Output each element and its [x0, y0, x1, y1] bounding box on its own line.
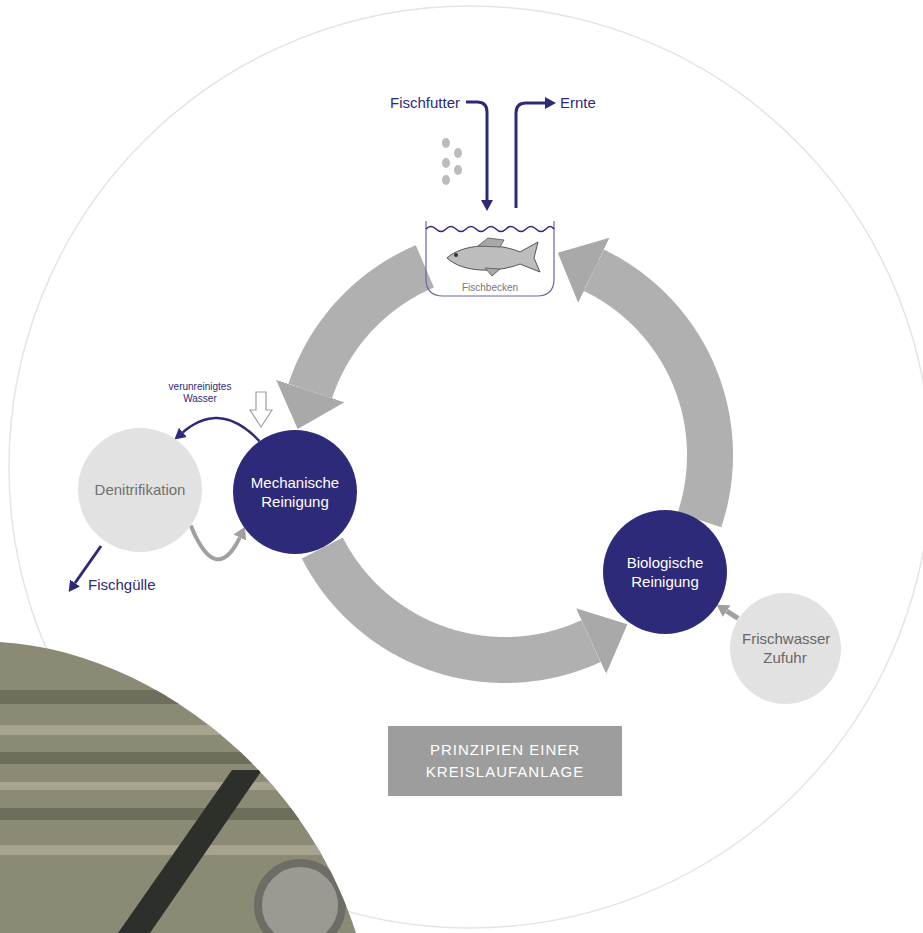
node-text-wrap: Frischwasser Zufuhr — [742, 629, 828, 668]
flow-arrow — [183, 418, 260, 441]
pellet — [442, 158, 450, 168]
node-text-wrap: Denitrifikation — [90, 480, 190, 500]
edge-label: verunreinigtes Wasser — [157, 381, 243, 405]
node-text-wrap: Fischbecken — [462, 282, 518, 294]
fish-food-pellets — [442, 138, 462, 185]
circle-shape — [233, 430, 357, 554]
circle-outline — [730, 593, 841, 704]
node-label: Mechanische Reinigung — [245, 473, 345, 512]
label-wrap: Fischgülle — [88, 576, 156, 593]
flow-ring — [322, 548, 591, 660]
node-label: Frischwasser Zufuhr — [742, 629, 828, 668]
loop-arrow — [191, 526, 240, 560]
flow-ring — [594, 270, 710, 520]
photo-pipe — [258, 863, 342, 933]
output-label: Fischgülle — [88, 576, 156, 593]
pellet — [454, 148, 462, 158]
photo-stripe — [0, 690, 400, 704]
photo-stripe — [0, 725, 400, 735]
process-circle: Biologische Reinigung — [603, 510, 727, 634]
circle-outline — [603, 510, 727, 634]
harvest-arrow — [516, 103, 545, 208]
title: PRINZIPIEN EINER KREISLAUFANLAGE — [410, 739, 600, 783]
input-circle: Frischwasser Zufuhr — [730, 593, 841, 704]
photo-beam — [118, 770, 262, 933]
circle-shape — [78, 428, 202, 552]
photo-fragment — [0, 600, 400, 933]
fish-fin — [485, 268, 500, 276]
edge-label-wrap: verunreinigtes Wasser — [157, 381, 243, 405]
pellet — [454, 165, 462, 175]
label-wrap: Fischfutter — [390, 94, 460, 111]
input-label: Fischfutter — [390, 94, 460, 111]
photo-ground — [0, 600, 400, 933]
inlet-arrow — [250, 392, 272, 427]
supply-arrow — [727, 611, 738, 618]
node-label: Fischbecken — [462, 282, 518, 294]
node-text-wrap: Mechanische Reinigung — [245, 473, 345, 512]
feed-arrow — [466, 102, 487, 200]
water-surface — [426, 227, 554, 232]
node-label: Denitrifikation — [90, 480, 190, 500]
circle-outline — [233, 430, 357, 554]
node-label: Biologische Reinigung — [615, 553, 715, 592]
photo-stripe — [0, 752, 400, 764]
fish-eye — [454, 253, 458, 257]
node-text-wrap: Biologische Reinigung — [615, 553, 715, 592]
flow-ring — [310, 266, 425, 391]
tank-wall — [426, 221, 554, 296]
process-circle: Denitrifikation — [78, 428, 202, 552]
process-circle: Mechanische Reinigung — [233, 430, 357, 554]
fish-fin — [478, 238, 504, 247]
fish-tank: Fischbecken — [425, 215, 555, 297]
pellet — [442, 138, 450, 148]
label-wrap: Ernte — [560, 94, 596, 111]
circle-shape — [603, 510, 727, 634]
title-box: PRINZIPIEN EINER KREISLAUFANLAGE — [388, 726, 622, 796]
fish — [447, 238, 540, 276]
photo-stripe — [0, 782, 400, 790]
output-label: Ernte — [560, 94, 596, 111]
circle-shape — [730, 593, 841, 704]
pellet — [442, 175, 450, 185]
